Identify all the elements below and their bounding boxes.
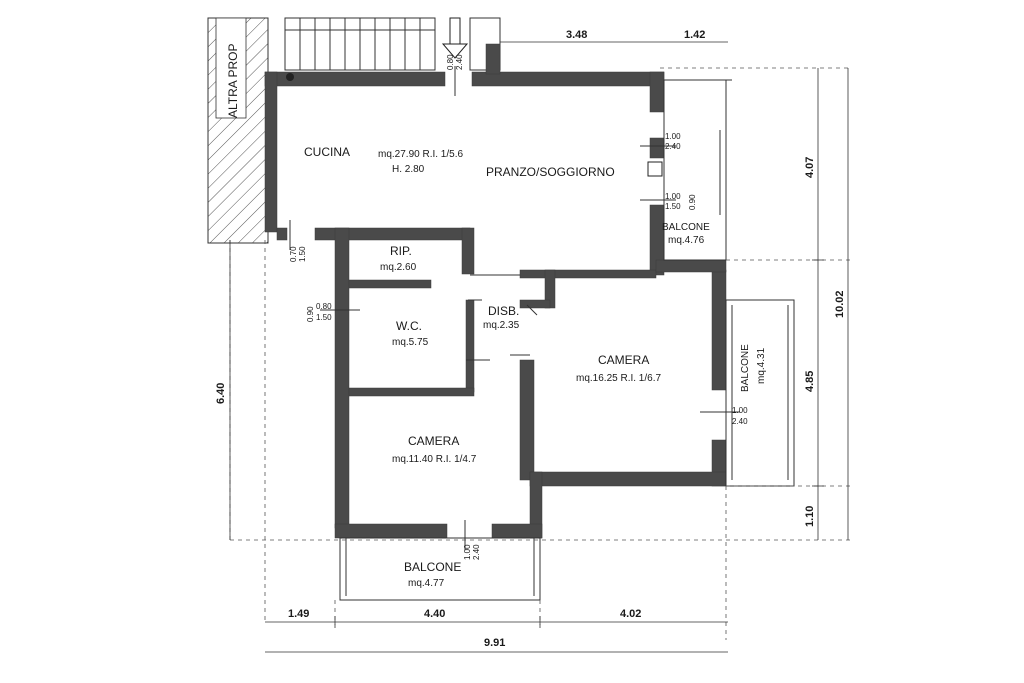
- dim-bottom-total: 9.91: [484, 637, 505, 649]
- opening-entry-top: 0.80: [446, 54, 455, 70]
- room-area-balcone-1: mq.4.76: [668, 235, 705, 246]
- room-label-wc: W.C.: [396, 319, 422, 333]
- dim-left-total: 6.40: [215, 383, 227, 404]
- dim-bottom-left: 1.49: [288, 608, 309, 620]
- opening-cam1-bottom: 2.40: [732, 417, 748, 426]
- opening-entry-bottom: 2.40: [455, 54, 464, 70]
- dim-top-main: 3.48: [566, 29, 587, 41]
- opening-wc-top: 0.90: [306, 306, 315, 322]
- room-label-cucina: CUCINA: [304, 145, 350, 159]
- dim-right-lower: 1.10: [804, 506, 816, 527]
- opening-wc-mid: 0.80: [316, 302, 332, 311]
- opening-east-bottom: 2.40: [665, 142, 681, 151]
- balcony-south: [339, 537, 541, 601]
- adjacent-property: [207, 17, 269, 244]
- room-area-camera-2: mq.11.40 R.I. 1/4.7: [392, 454, 477, 465]
- dimension-lines: [229, 41, 849, 653]
- opening-east2-mid: 1.50: [665, 202, 681, 211]
- balcony-east-upper: [663, 79, 732, 261]
- room-area-soggiorno: mq.27.90 R.I. 1/5.6: [378, 149, 463, 160]
- room-label-balcone-1: BALCONE: [662, 222, 710, 233]
- opening-east-top: 1.00: [665, 132, 681, 141]
- opening-kitchen-bottom: 1.50: [298, 246, 307, 262]
- room-label-rip: RIP.: [390, 244, 412, 258]
- room-label-camera-2: CAMERA: [408, 434, 459, 448]
- room-area-wc: mq.5.75: [392, 337, 429, 348]
- room-area-disb: mq.2.35: [483, 320, 520, 331]
- opening-cam2-bottom: 2.40: [472, 544, 481, 560]
- walls: [264, 43, 727, 539]
- dim-bottom-mid: 4.40: [424, 608, 445, 620]
- room-area-balcone-3: mq.4.77: [408, 578, 445, 589]
- room-label-balcone-2: BALCONE: [740, 344, 751, 392]
- room-height: H. 2.80: [392, 164, 425, 175]
- opening-cam1-top: 1.00: [732, 406, 748, 415]
- adjacent-property-label: ALTRA PROP: [226, 44, 240, 118]
- opening-cam2-top: 1.00: [463, 544, 472, 560]
- dim-right-total: 10.02: [834, 290, 846, 318]
- room-label-soggiorno: PRANZO/SOGGIORNO: [486, 165, 615, 179]
- room-area-balcone-2: mq.4.31: [756, 347, 767, 384]
- dim-top-right: 1.42: [684, 29, 705, 41]
- room-label-balcone-3: BALCONE: [404, 560, 461, 574]
- balcony-east-lower: [725, 299, 795, 487]
- opening-marks: [286, 66, 740, 550]
- room-label-camera-1: CAMERA: [598, 353, 649, 367]
- dim-right-middle: 4.85: [804, 371, 816, 392]
- dim-right-upper: 4.07: [804, 157, 816, 178]
- opening-wc-bottom: 1.50: [316, 313, 332, 322]
- staircase: [284, 17, 501, 71]
- room-area-camera-1: mq.16.25 R.I. 1/6.7: [576, 373, 661, 384]
- dim-bottom-right: 4.02: [620, 608, 641, 620]
- opening-east2-side: 0.90: [688, 194, 697, 210]
- opening-east2-top: 1.00: [665, 192, 681, 201]
- room-area-rip: mq.2.60: [380, 262, 417, 273]
- room-label-disb: DISB.: [488, 304, 519, 318]
- entry-arrow-icon: [441, 17, 469, 59]
- opening-kitchen-top: 0.70: [289, 246, 298, 262]
